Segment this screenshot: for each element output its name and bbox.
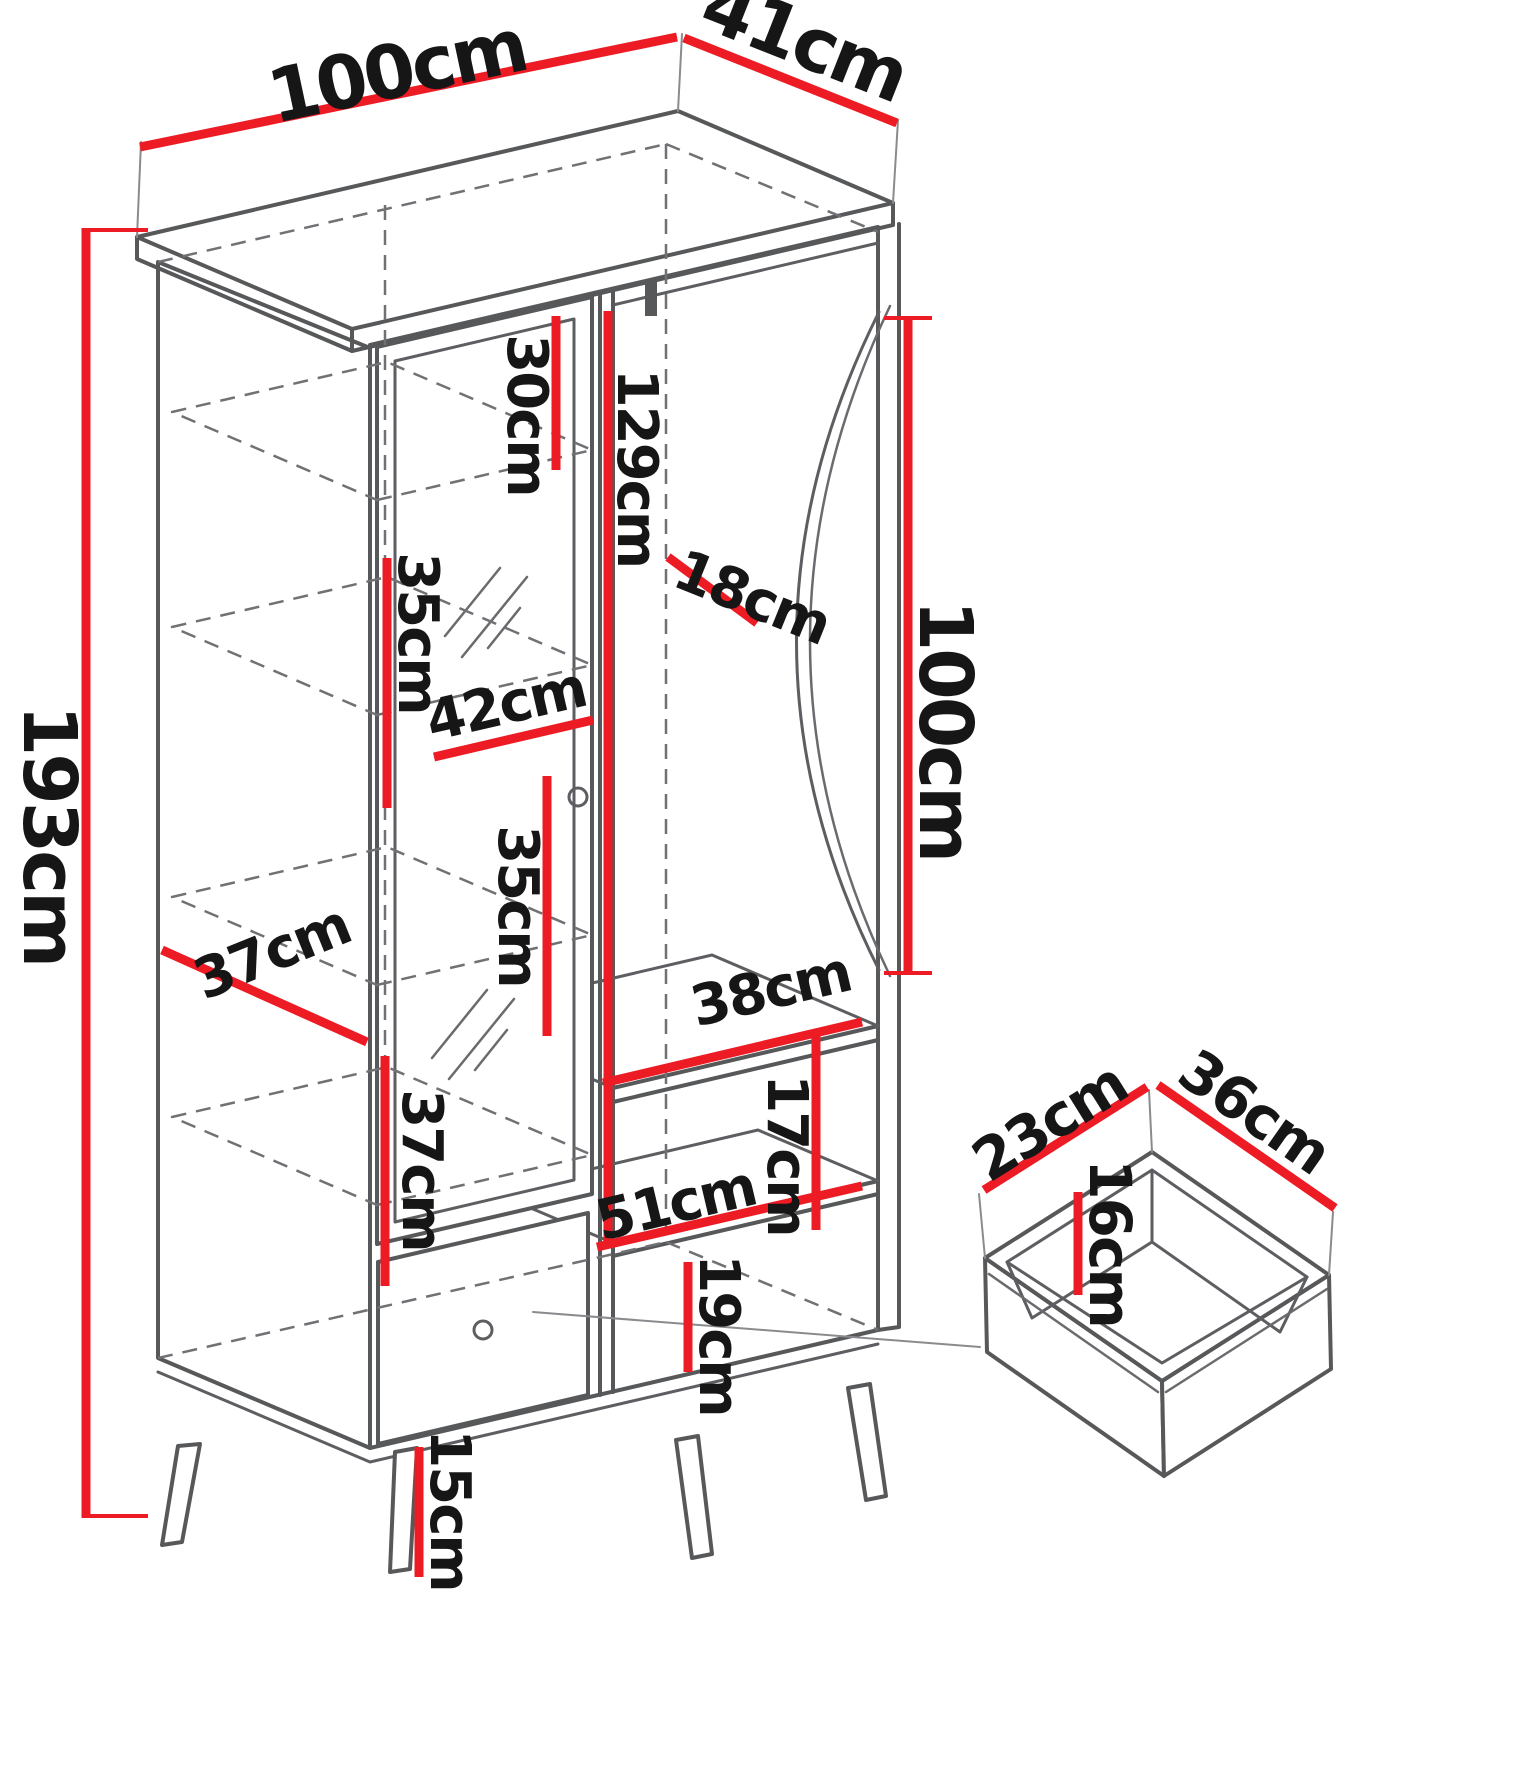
glass-door-inner-frame (393, 317, 576, 1224)
drawer-detail-drawing (983, 1150, 1333, 1478)
legs (160, 1382, 888, 1574)
hidden-shelf-2 (170, 575, 594, 717)
glass-door (375, 295, 594, 1246)
hidden-shelf-3 (170, 845, 594, 987)
dim-label-top-gap: 30cm (494, 334, 559, 495)
dim-line-side-depth (160, 945, 369, 1047)
dim-line-rail-offset (665, 553, 760, 627)
dim-line-drawer-width (1155, 1081, 1338, 1212)
dim-label-width-top: 100cm (260, 2, 533, 140)
dim-label-hanging-height: 129cm (604, 369, 669, 567)
dim-label-side-curve-height: 100cm (902, 600, 988, 860)
dim-label-right-shelf-gap: 17cm (754, 1074, 819, 1235)
drawer-knob (472, 1319, 494, 1341)
dim-label-drawer-height: 16cm (1076, 1159, 1144, 1327)
base-edges (156, 1342, 880, 1464)
dim-label-shelf-gap-middle: 35cm (485, 825, 550, 986)
right-panel-arc-edge (795, 310, 881, 972)
dim-label-bottom-gap: 19cm (686, 1254, 751, 1415)
dim-line-width-top (139, 32, 678, 152)
dim-line-right-section-width (595, 1181, 864, 1252)
dim-line-left-section-width (432, 715, 595, 762)
glass-door-frame (375, 295, 594, 1246)
door-knob (567, 786, 589, 808)
drawer-box-inner-bottom (1005, 1168, 1309, 1334)
dim-label-depth-top: 41cm (690, 0, 919, 120)
right-shelf-upper-front (611, 1024, 880, 1104)
dim-label-shelf-gap-lower: 37cm (389, 1089, 454, 1250)
extension-lines (136, 33, 1334, 1276)
leg-front-right (846, 1382, 888, 1502)
leg-front-middle (674, 1434, 714, 1560)
leg-front-left (388, 1446, 419, 1574)
leg-back-left (160, 1442, 202, 1547)
dim-line-depth-top (682, 33, 899, 128)
dim-label-height-total: 193cm (6, 705, 92, 965)
dimension-lines (81, 32, 1338, 1577)
hidden-shelf-4 (170, 1065, 594, 1207)
drawer-box-edge-lines (987, 1272, 1329, 1394)
drawer-leader-line (532, 1311, 981, 1348)
hidden-shelf-1 (170, 360, 594, 502)
left-side-panel (156, 260, 372, 1450)
glass-reflection-marks (430, 566, 529, 1081)
dim-ticks-height-total (86, 228, 148, 1518)
hanging-rail-bracket (645, 282, 657, 316)
dim-label-leg-height: 15cm (417, 1429, 482, 1590)
dim-line-drawer-depth (981, 1083, 1150, 1194)
right-side-panel (795, 222, 901, 1332)
dim-ticks-side-curve-height (884, 316, 932, 975)
dim-line-right-shelf-width (601, 1017, 864, 1088)
right-panel-outer-edge (876, 222, 901, 1332)
center-divider (598, 287, 615, 1397)
right-panel-arc-inner (808, 304, 892, 978)
dim-label-shelf-gap-upper: 35cm (385, 552, 450, 713)
top-panel-inner-edge (611, 241, 880, 307)
